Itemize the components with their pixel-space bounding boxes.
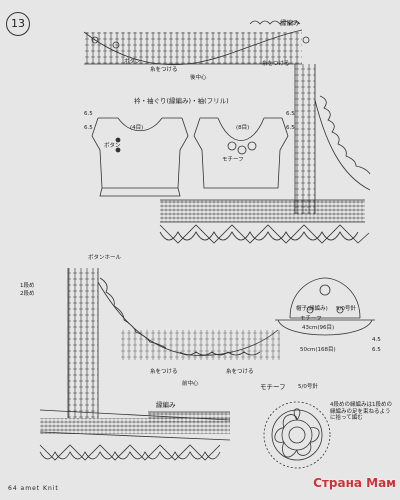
- hat-motif-label: モチーフ: [300, 316, 322, 322]
- buttonhole-label: ボタンホール: [88, 255, 122, 261]
- top-yoke-diagram: [83, 20, 371, 244]
- note-row-2: 2段め: [20, 291, 35, 297]
- dim-left-mid: 6.5: [84, 125, 93, 131]
- center-front-label: 前中心: [182, 381, 199, 387]
- dim-right-mid: 6.5: [286, 125, 295, 131]
- dim-left-top: 6.5: [84, 111, 93, 117]
- garment-schematic: [91, 117, 289, 197]
- edging-label: 縁編み: [280, 19, 300, 27]
- motif-title: モチーフ: [260, 383, 286, 391]
- start-label-mid: 糸をつける: [262, 61, 290, 67]
- hat-dim-a: 43cm(96目): [302, 325, 335, 331]
- watermark: Страна Мам: [313, 476, 396, 490]
- dim-right-top: 6.5: [286, 111, 295, 117]
- hat-dim-b: 50cm(168目): [300, 347, 336, 353]
- hat-schematic: [275, 277, 375, 336]
- hat-title: 帽子(縁編み): [296, 306, 328, 312]
- start-label-bottom: 糸をつける: [150, 369, 178, 375]
- hat-dim-side-1: 4.5: [372, 337, 381, 343]
- motif-note: 5/0号針: [298, 384, 318, 390]
- motif-flower: [263, 401, 331, 469]
- trim-label: 縁編み: [156, 401, 176, 409]
- motif-label: モチーフ: [222, 157, 244, 163]
- note-row-1: 1段め: [20, 283, 35, 289]
- schematic-title: 衿・袖ぐり(縁編み)・袖(フリル): [134, 97, 229, 105]
- hat-dim-side-2: 6.5: [372, 347, 381, 353]
- button-label: ボタン: [124, 59, 141, 65]
- start-label-left: 糸をつける: [150, 67, 178, 73]
- center-back-label: 後中心: [190, 75, 207, 81]
- brand-footer: 64 amet Knit: [8, 485, 59, 492]
- hat-note: 5/0号針: [336, 306, 356, 312]
- page-number: 13: [6, 12, 30, 36]
- dim-center-left: (4目): [130, 125, 144, 131]
- start-label-bottom-2: 糸をつける: [226, 369, 254, 375]
- motif-description: 4段めの縁編みは1段めの縁編みの足を束ねるように拾って編む: [330, 402, 392, 422]
- button-label-2: ボタン: [104, 143, 121, 149]
- dim-center-right: (8目): [236, 125, 250, 131]
- front-yoke-diagram: [39, 268, 280, 461]
